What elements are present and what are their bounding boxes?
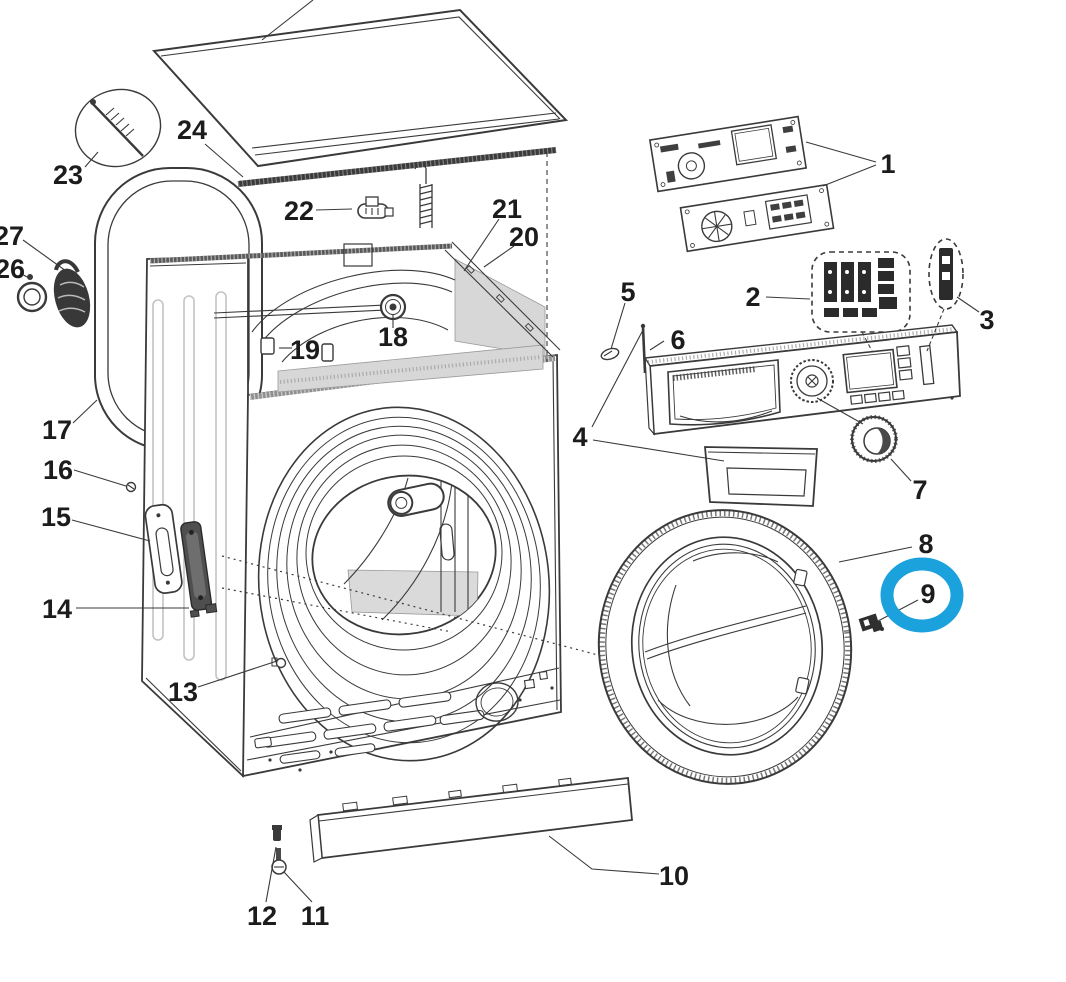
cabinet-top-opening — [149, 152, 561, 393]
control-panel — [643, 324, 961, 436]
part-label-16: 16 — [43, 455, 73, 485]
part-label-10: 10 — [659, 861, 689, 891]
lid-seal-strip — [237, 147, 557, 187]
grommet-ring — [16, 274, 48, 313]
door-handle-plate — [144, 503, 183, 594]
part-label-5: 5 — [620, 277, 635, 307]
door-latch-clip — [858, 613, 884, 633]
handle-screw-hole — [271, 657, 287, 669]
front-vent-band — [246, 667, 561, 772]
dotted-alignment-lines — [221, 555, 599, 656]
part-label-12: 12 — [247, 901, 277, 931]
screw — [271, 848, 287, 875]
part-label-2: 2 — [745, 282, 760, 312]
tub-crossbar — [213, 293, 407, 321]
hinge-screw — [125, 481, 137, 493]
dispenser-drawer-front — [704, 446, 818, 507]
leader-lines — [19, 141, 980, 903]
selector-knob — [850, 415, 898, 463]
part-label-23: 23 — [53, 160, 83, 190]
pressure-hose — [53, 259, 91, 328]
rear-bracket — [343, 243, 373, 267]
pcb-display-board — [648, 115, 808, 193]
door-hinge-bracket — [180, 521, 218, 618]
lid-leader-line — [261, 0, 314, 41]
top-clip-left — [260, 337, 275, 355]
part-label-3: 3 — [979, 305, 994, 335]
part-label-18: 18 — [378, 322, 408, 352]
top-right-rail — [444, 241, 561, 358]
part-label-1: 1 — [880, 149, 895, 179]
part-label-8: 8 — [918, 529, 933, 559]
display-cluster — [842, 344, 935, 405]
part-label-6: 6 — [670, 325, 685, 355]
part-label-24: 24 — [177, 115, 207, 145]
dispenser-opening — [667, 359, 781, 426]
part-label-11: 11 — [301, 901, 330, 931]
top-clip-right — [321, 343, 334, 362]
trim-plug — [272, 825, 282, 841]
drum-lifter-paddle — [387, 482, 445, 517]
part-label-21: 21 — [492, 194, 522, 224]
panel-pin — [640, 323, 647, 374]
hose-clamp — [357, 196, 394, 219]
washer — [600, 347, 620, 361]
pcb-main-board — [679, 183, 835, 253]
part-label-15: 15 — [41, 502, 71, 532]
button-block — [811, 251, 911, 333]
part-label-27: 27 — [0, 221, 24, 251]
hinge-pin-kit — [74, 88, 162, 168]
part-label-20: 20 — [509, 222, 539, 252]
top-lid — [151, 0, 569, 168]
door-assembly — [597, 509, 853, 785]
part-label-13: 13 — [168, 677, 198, 707]
door-opening-rings — [257, 406, 551, 762]
highlight-ring — [880, 557, 964, 633]
cabinet-front-panel — [242, 353, 562, 778]
part-label-9-highlighted: 9 — [920, 579, 935, 609]
part-label-26: 26 — [0, 254, 25, 284]
led-window-strip — [928, 238, 964, 310]
panel-knob-ring — [790, 359, 834, 403]
part-label-19: 19 — [290, 335, 320, 365]
part-label-17: 17 — [42, 415, 72, 445]
suspension-spring — [414, 163, 433, 228]
kick-panel — [309, 776, 633, 863]
part-label-14: 14 — [42, 594, 72, 624]
part-label-22: 22 — [284, 196, 314, 226]
part-label-4: 4 — [572, 422, 587, 452]
part-label-7: 7 — [912, 475, 927, 505]
